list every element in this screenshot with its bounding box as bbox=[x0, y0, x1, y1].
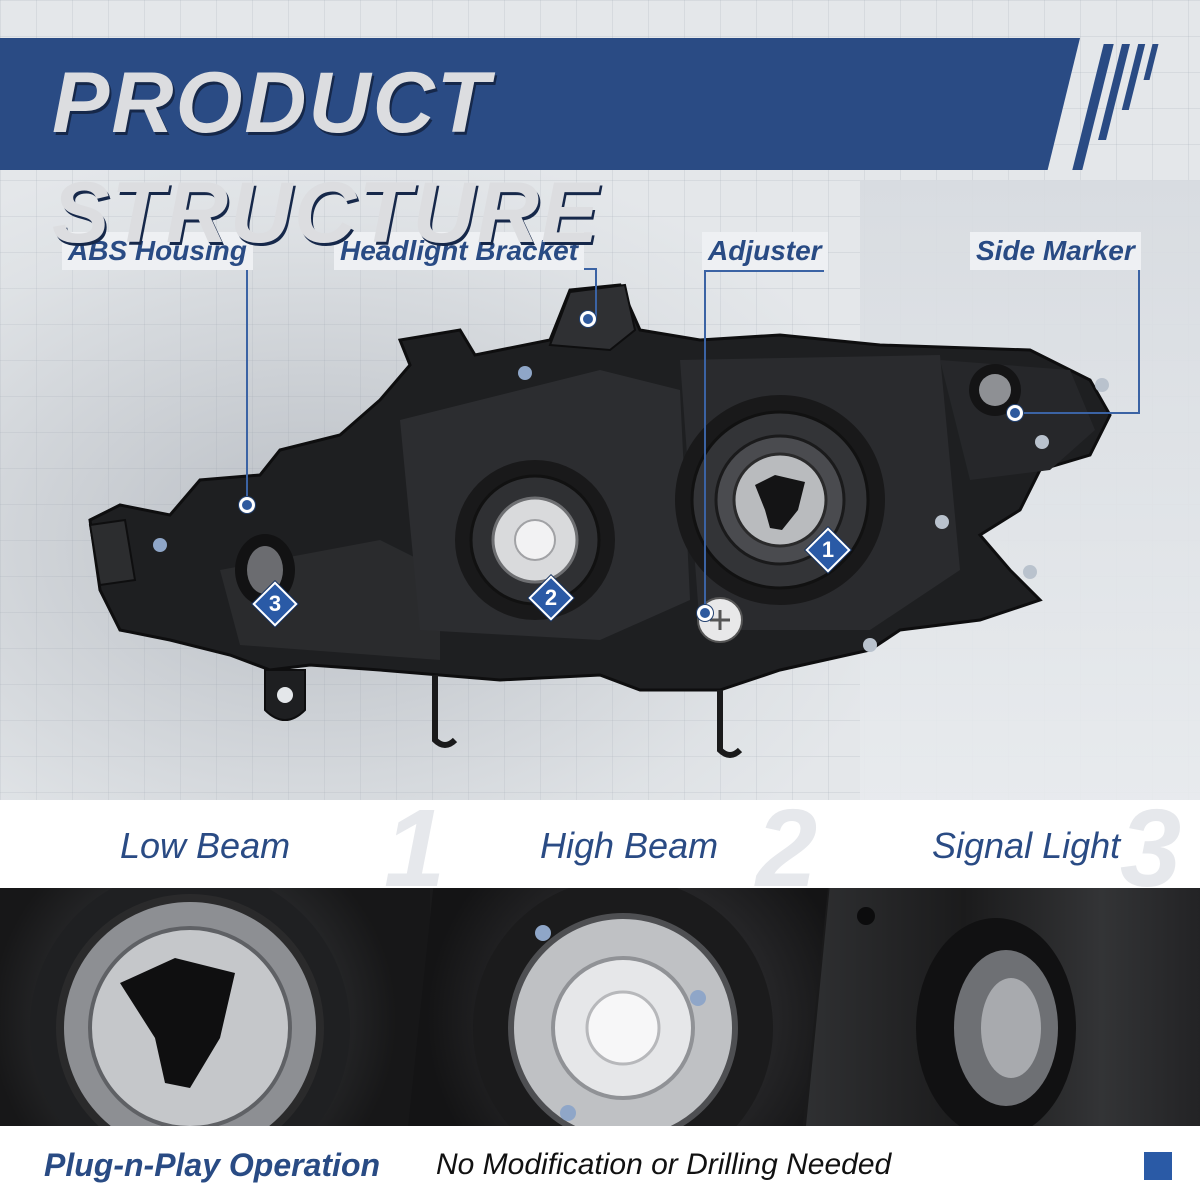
light-labels-band: 1 2 3 Low Beam High Beam Signal Light bbox=[0, 800, 1200, 888]
side-marker-dot bbox=[1007, 405, 1023, 421]
callout-headlight-bracket: Headlight Bracket bbox=[334, 232, 585, 270]
page-title: PRODUCT STRUCTURE bbox=[52, 55, 601, 261]
label-signal-light: Signal Light bbox=[932, 825, 1121, 866]
badge-3: 3 bbox=[252, 581, 298, 627]
band-number-1: 1 bbox=[384, 800, 446, 888]
high-beam-closeup bbox=[408, 888, 828, 1126]
badge-2: 2 bbox=[528, 575, 574, 621]
badge-1: 1 bbox=[805, 527, 851, 573]
adjuster-line-h bbox=[704, 270, 824, 272]
label-high-beam: High Beam bbox=[540, 825, 719, 866]
headlight-assembly-image bbox=[88, 283, 1112, 758]
abs-housing-dot bbox=[239, 497, 255, 513]
callout-adjuster: Adjuster bbox=[702, 232, 828, 270]
bracket-dot bbox=[580, 311, 596, 327]
adjuster-line-v bbox=[704, 270, 706, 612]
product-diagram-area: ABS Housing Headlight Bracket Adjuster S… bbox=[0, 0, 1200, 800]
footer-accent-square bbox=[1144, 1152, 1172, 1180]
band-number-2: 2 bbox=[756, 800, 818, 888]
detail-photos bbox=[0, 888, 1200, 1126]
label-low-beam: Low Beam bbox=[120, 825, 291, 866]
bracket-line-v bbox=[595, 268, 597, 320]
footer: Plug-n-Play Operation No Modification or… bbox=[0, 1126, 1200, 1200]
adjuster-dot bbox=[697, 605, 713, 621]
banner-stripes bbox=[1072, 40, 1168, 170]
side-marker-socket bbox=[969, 364, 1021, 416]
signal-light-closeup bbox=[806, 888, 1200, 1126]
footer-headline: Plug-n-Play Operation bbox=[44, 1147, 381, 1183]
title-banner bbox=[0, 38, 1080, 170]
high-beam-socket bbox=[455, 460, 615, 620]
abs-housing-line-v bbox=[246, 268, 248, 504]
band-number-3: 3 bbox=[1120, 800, 1182, 888]
callout-side-marker: Side Marker bbox=[970, 232, 1141, 270]
side-marker-line-h bbox=[1016, 412, 1140, 414]
low-beam-socket bbox=[675, 395, 885, 605]
low-beam-closeup bbox=[0, 888, 430, 1126]
footer-description: No Modification or Drilling Needed bbox=[436, 1148, 892, 1181]
side-marker-line-v bbox=[1138, 268, 1140, 414]
callout-abs-housing: ABS Housing bbox=[62, 232, 253, 270]
